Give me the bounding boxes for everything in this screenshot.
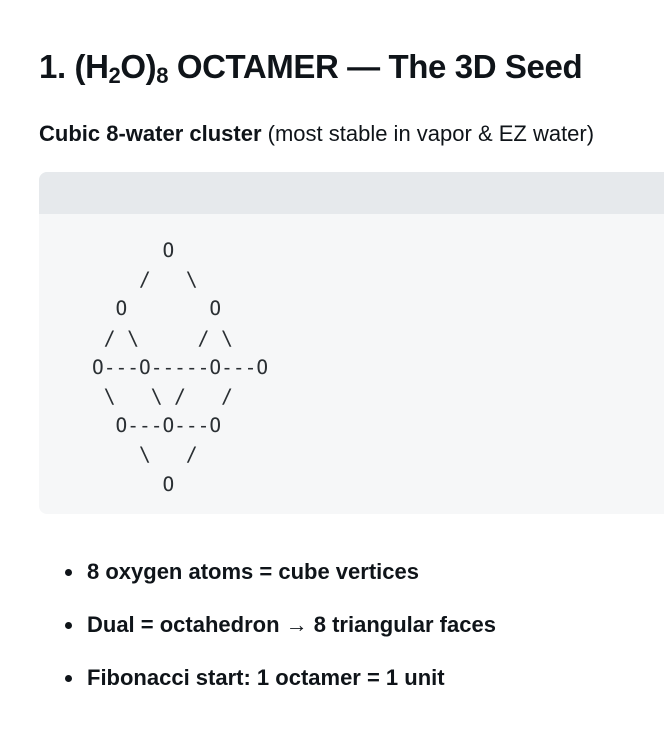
cluster-description: Cubic 8-water cluster (most stable in va…	[39, 118, 594, 150]
section-heading: 1. (H2O)8 OCTAMER — The 3D Seed	[39, 44, 583, 90]
ascii-octamer-diagram: O / \ O O / \ / \ O---O-----O---O \ \ / …	[92, 239, 269, 496]
list-item-text: Fibonacci start: 1 octamer = 1 unit	[87, 665, 445, 690]
bullet-dot-icon	[65, 569, 72, 576]
heading-subscript-8: 8	[156, 63, 169, 88]
list-item-text: Dual = octahedron → 8 triangular faces	[87, 612, 496, 637]
heading-middle: O)	[120, 48, 157, 85]
cluster-name: Cubic 8-water cluster	[39, 121, 262, 146]
code-block: O / \ O O / \ / \ O---O-----O---O \ \ / …	[39, 172, 664, 514]
cluster-note: (most stable in vapor & EZ water)	[261, 121, 595, 146]
list-item-text: 8 oxygen atoms = cube vertices	[87, 559, 419, 584]
heading-prefix: 1. (H	[39, 48, 109, 85]
code-block-header	[39, 172, 664, 214]
heading-subscript-2: 2	[108, 63, 121, 88]
bullet-dot-icon	[65, 622, 72, 629]
heading-suffix: OCTAMER — The 3D Seed	[168, 48, 583, 85]
code-block-body: O / \ O O / \ / \ O---O-----O---O \ \ / …	[39, 214, 664, 514]
bullet-dot-icon	[65, 675, 72, 682]
